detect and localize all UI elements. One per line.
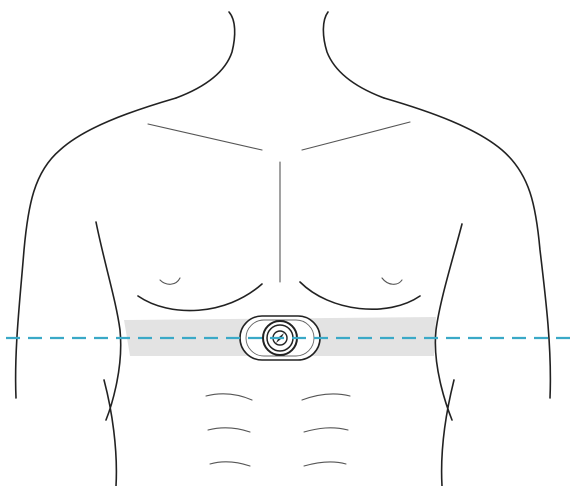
neck-left [176, 12, 235, 98]
abs-left-upper [206, 394, 252, 400]
left-nipple [160, 278, 180, 284]
right-nipple [382, 278, 402, 284]
right-collarbone [302, 122, 410, 150]
left-torso-side [96, 222, 121, 420]
left-pectoral [138, 284, 262, 311]
abs-left-lower [210, 462, 250, 466]
abs-right-upper [302, 394, 350, 400]
abs-right-lower [304, 462, 346, 466]
right-torso-side [435, 224, 462, 420]
neck-right [323, 12, 384, 98]
left-collarbone [148, 124, 262, 150]
abs-right-mid [304, 428, 348, 432]
right-pectoral [300, 282, 420, 309]
abs-left-mid [208, 428, 250, 432]
